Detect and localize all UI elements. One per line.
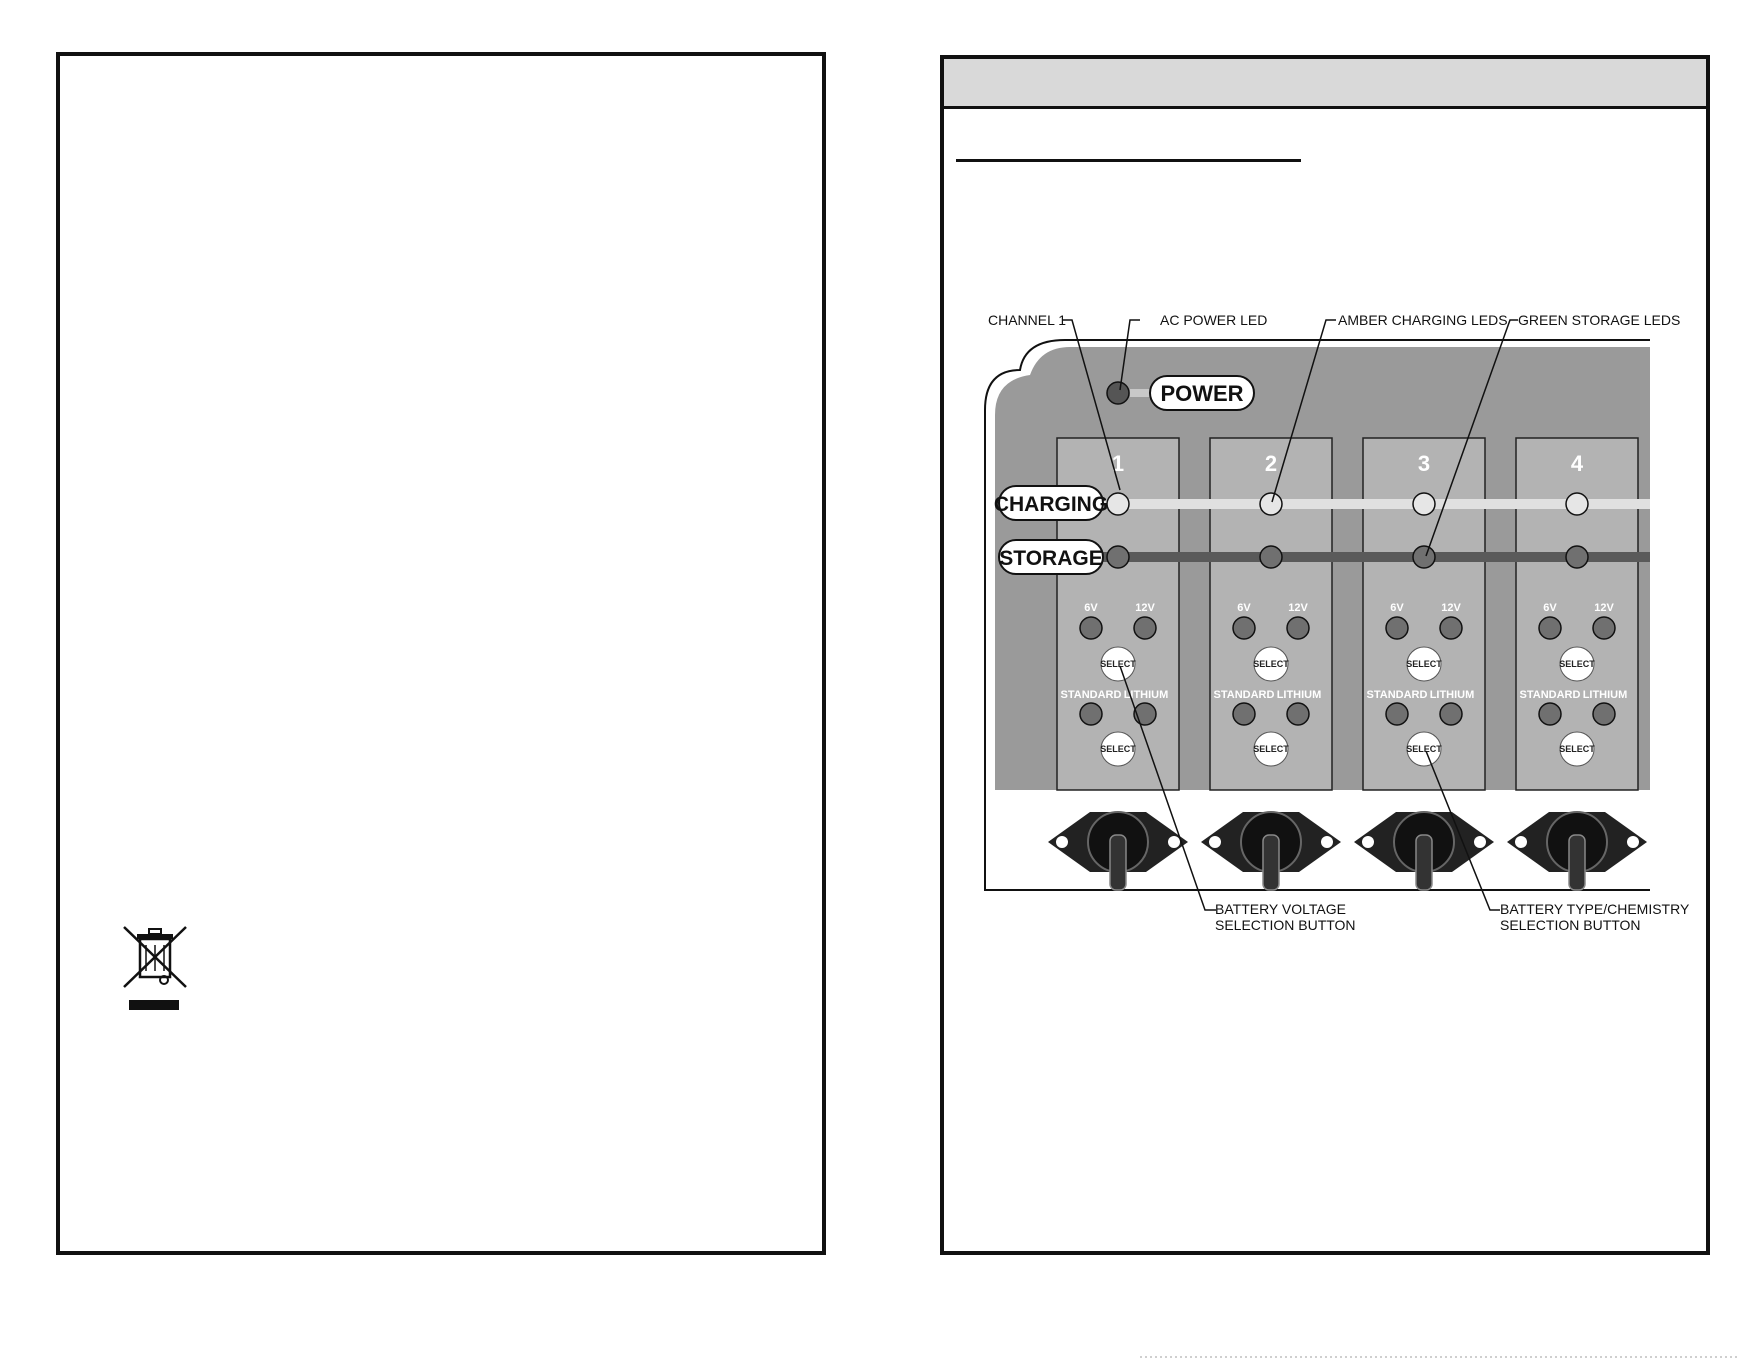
led-lithium: [1592, 702, 1616, 726]
leader-amber-charging: [1271, 319, 1336, 503]
charging-led-line: [1070, 499, 1660, 509]
amber-charging-led-4: [1565, 492, 1589, 516]
led-12v: [1439, 616, 1463, 640]
green-storage-led-4: [1565, 545, 1589, 569]
volt-12v-label: 12V: [1594, 602, 1614, 614]
lithium-label: LITHIUM: [1583, 689, 1628, 701]
select-label: SELECT: [1253, 744, 1289, 754]
output-connector-2: [1201, 811, 1341, 891]
channel-number: 4: [1571, 451, 1584, 476]
output-connector-3: [1354, 811, 1494, 891]
led-lithium: [1439, 702, 1463, 726]
callout-leader-lines: [1062, 319, 1518, 911]
select-label: SELECT: [1559, 659, 1595, 669]
standard-label: STANDARD: [1061, 689, 1122, 701]
voltage-select-button[interactable]: [1100, 646, 1136, 682]
header-bar: [944, 59, 1706, 109]
channel-1-controls: 6V 12V SELECT STANDARD LITHIUM SELECT: [1061, 602, 1169, 767]
type-select-button[interactable]: [1100, 731, 1136, 767]
section-heading-rule: [956, 159, 1301, 162]
voltage-select-button[interactable]: [1253, 646, 1289, 682]
callout-battery-type-line2: SELECTION BUTTON: [1500, 917, 1641, 933]
led-6v: [1538, 616, 1562, 640]
channel-number: 2: [1265, 451, 1277, 476]
led-12v: [1133, 616, 1157, 640]
led-6v: [1079, 616, 1103, 640]
volt-12v-label: 12V: [1135, 602, 1155, 614]
led-standard: [1385, 702, 1409, 726]
lithium-label: LITHIUM: [1430, 689, 1475, 701]
lithium-label: LITHIUM: [1124, 689, 1169, 701]
storage-label: STORAGE: [999, 547, 1102, 570]
voltage-select-button[interactable]: [1406, 646, 1442, 682]
type-select-button[interactable]: [1559, 731, 1595, 767]
leader-green-storage: [1425, 319, 1518, 557]
green-storage-led-1: [1106, 545, 1130, 569]
output-connector-4: [1507, 811, 1647, 891]
green-storage-led-3: [1412, 545, 1436, 569]
crossed-out-wheelie-bin-icon: [123, 926, 187, 1010]
output-connector-1: [1048, 811, 1188, 891]
charging-label: CHARGING: [994, 493, 1108, 516]
volt-6v-label: 6V: [1237, 602, 1251, 614]
channel-3-controls: 6V 12V SELECT STANDARD LITHIUM SELECT: [1367, 602, 1475, 767]
callout-channel-1: CHANNEL 1: [988, 312, 1066, 328]
led-6v: [1385, 616, 1409, 640]
amber-charging-led-1: [1106, 492, 1130, 516]
callout-ac-power-led: AC POWER LED: [1160, 312, 1267, 328]
channel-number: 1: [1112, 451, 1124, 476]
led-lithium: [1286, 702, 1310, 726]
volt-6v-label: 6V: [1084, 602, 1098, 614]
left-page: [56, 52, 826, 1255]
standard-label: STANDARD: [1214, 689, 1275, 701]
callout-battery-voltage-line1: BATTERY VOLTAGE: [1215, 901, 1346, 917]
select-label: SELECT: [1100, 744, 1136, 754]
voltage-select-button[interactable]: [1559, 646, 1595, 682]
select-label: SELECT: [1253, 659, 1289, 669]
ac-power-led: [1106, 381, 1130, 405]
leader-ac-power: [1119, 319, 1140, 391]
green-storage-led-2: [1259, 545, 1283, 569]
led-standard: [1232, 702, 1256, 726]
storage-label-pill: [998, 539, 1104, 575]
amber-charging-led-2: [1259, 492, 1283, 516]
leader-battery-voltage: [1119, 665, 1216, 911]
select-label: SELECT: [1100, 659, 1136, 669]
leader-channel-1: [1062, 319, 1121, 491]
callout-battery-type-line1: BATTERY TYPE/CHEMISTRY: [1500, 901, 1690, 917]
select-label: SELECT: [1406, 659, 1442, 669]
power-label: POWER: [1160, 381, 1243, 406]
channel-2-controls: 6V 12V SELECT STANDARD LITHIUM SELECT: [1214, 602, 1322, 767]
standard-label: STANDARD: [1520, 689, 1581, 701]
led-12v: [1592, 616, 1616, 640]
lithium-label: LITHIUM: [1277, 689, 1322, 701]
charging-label-pill: [998, 485, 1104, 521]
volt-6v-label: 6V: [1390, 602, 1404, 614]
led-lithium: [1133, 702, 1157, 726]
charger-front-panel-diagram: POWER 1 2 3 4 CHARGING STORAGE 6V 12V SE…: [984, 290, 1690, 950]
type-select-button[interactable]: [1253, 731, 1289, 767]
amber-charging-led-3: [1412, 492, 1436, 516]
power-label-pill: [1149, 375, 1255, 411]
volt-12v-label: 12V: [1288, 602, 1308, 614]
led-12v: [1286, 616, 1310, 640]
volt-6v-label: 6V: [1543, 602, 1557, 614]
channel-column-4: 4: [1515, 437, 1639, 791]
volt-12v-label: 12V: [1441, 602, 1461, 614]
callout-green-storage-leds: GREEN STORAGE LEDS: [1518, 312, 1680, 328]
led-standard: [1538, 702, 1562, 726]
select-label: SELECT: [1406, 744, 1442, 754]
led-6v: [1232, 616, 1256, 640]
callout-battery-voltage-line2: SELECTION BUTTON: [1215, 917, 1356, 933]
standard-label: STANDARD: [1367, 689, 1428, 701]
channel-4-controls: 6V 12V SELECT STANDARD LITHIUM SELECT: [1520, 602, 1628, 767]
type-select-button[interactable]: [1406, 731, 1442, 767]
led-standard: [1079, 702, 1103, 726]
leader-battery-type: [1425, 750, 1500, 911]
storage-led-line: [1070, 552, 1660, 562]
footer-scan-artifact: [1140, 1356, 1740, 1358]
select-label: SELECT: [1559, 744, 1595, 754]
callout-amber-charging-leds: AMBER CHARGING LEDS: [1338, 312, 1508, 328]
channel-number: 3: [1418, 451, 1430, 476]
